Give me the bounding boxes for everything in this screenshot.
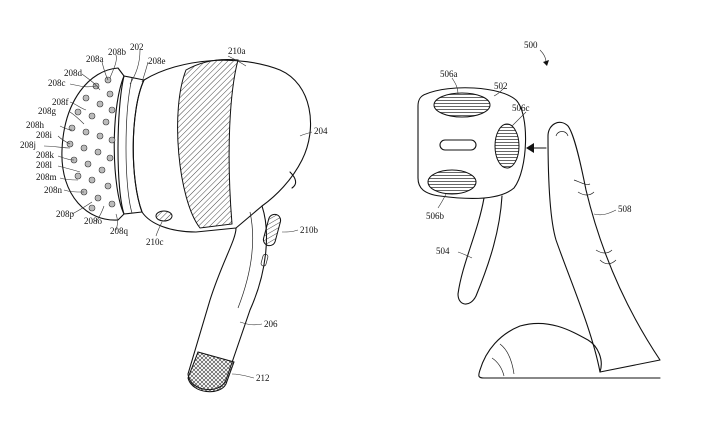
arrow-icon	[526, 143, 534, 153]
label-204: 204	[314, 126, 328, 136]
sensor-506c	[494, 123, 520, 169]
label-502: 502	[494, 81, 508, 91]
sensor-dots	[66, 76, 116, 212]
label-202: 202	[130, 42, 144, 52]
label-208h: 208h	[26, 120, 45, 130]
label-508: 508	[618, 204, 632, 214]
label-210c: 210c	[146, 237, 164, 247]
label-506c: 506c	[512, 103, 530, 113]
label-208b: 208b	[108, 47, 127, 57]
label-208l: 208l	[36, 160, 53, 170]
label-208p: 208p	[56, 209, 75, 219]
speaker-slot	[439, 139, 477, 151]
label-208c: 208c	[48, 78, 66, 88]
earbud-right-stem	[457, 195, 503, 305]
label-504: 504	[436, 246, 450, 256]
earbud-right-body	[417, 87, 527, 199]
hand	[437, 77, 661, 379]
sensor-210c	[155, 210, 173, 222]
label-206: 206	[264, 319, 278, 329]
label-208d: 208d	[64, 68, 83, 78]
sensor-210b	[262, 213, 282, 247]
label-208a: 208a	[86, 54, 104, 64]
label-208o: 208o	[84, 216, 103, 226]
label-208m: 208m	[36, 172, 57, 182]
label-208q: 208q	[110, 226, 129, 236]
label-208g: 208g	[38, 106, 57, 116]
earbud-right	[417, 49, 549, 305]
leader-lines-left	[43, 49, 313, 379]
earbud-body	[132, 59, 312, 233]
label-208j: 208j	[20, 140, 36, 150]
index-finger	[547, 121, 661, 373]
earbud-left: 208a 208b 202 208e 208d 208c 208f 208g 2…	[20, 42, 328, 393]
label-208i: 208i	[36, 130, 53, 140]
label-208n: 208n	[44, 185, 63, 195]
eartip-sleeve	[117, 75, 145, 215]
palm	[479, 322, 602, 373]
mic-grille-212	[187, 351, 235, 393]
sensor-506a	[433, 92, 491, 118]
sensor-506b	[427, 169, 477, 195]
eartip	[61, 67, 125, 221]
sensor-band-210a	[177, 59, 239, 229]
label-506b: 506b	[426, 211, 445, 221]
label-208k: 208k	[36, 150, 55, 160]
label-500: 500	[524, 40, 538, 50]
label-212: 212	[256, 373, 270, 383]
label-208f: 208f	[52, 97, 69, 107]
label-208e: 208e	[148, 56, 166, 66]
label-210a: 210a	[228, 46, 246, 56]
label-506a: 506a	[440, 69, 458, 79]
label-210b: 210b	[300, 225, 319, 235]
